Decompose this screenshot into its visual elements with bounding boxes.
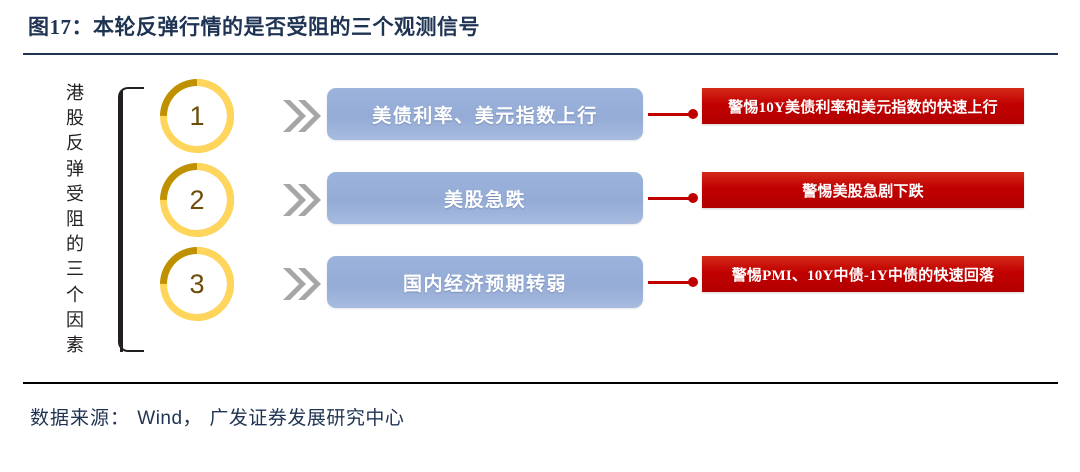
source-note: 数据来源： Wind， 广发证券发展研究中心 [30,403,404,430]
warning-box[interactable]: 警惕10Y美债利率和美元指数的快速上行 [702,88,1024,124]
number-ring: 2 [144,147,250,253]
source-org: 广发证券发展研究中心 [209,408,405,429]
warning-box[interactable]: 警惕美股急剧下跌 [702,172,1024,208]
factor-row: 1 美债利率、美元指数上行 警惕10Y美债利率和美元指数的快速上行 [0,63,1080,169]
factor-box[interactable]: 美债利率、美元指数上行 [327,88,643,140]
warning-label: 警惕10Y美债利率和美元指数的快速上行 [728,99,998,116]
double-chevron-right-icon [277,262,323,306]
page-title: 图17：本轮反弹行情的是否受阻的三个观测信号 [28,15,480,39]
vertical-caption-char: 的 [66,234,84,255]
ring-number: 1 [189,100,205,131]
double-chevron-right-icon [277,178,323,222]
connector-dot-icon [688,193,698,203]
connector-dot-icon [688,277,698,287]
factor-label: 国内经济预期转弱 [402,273,567,295]
source-wind: Wind， [137,408,203,429]
warning-label: 警惕美股急剧下跌 [802,183,924,200]
vertical-caption-char: 弹 [66,158,84,179]
number-ring: 3 [144,231,250,337]
factor-label: 美债利率、美元指数上行 [372,105,598,127]
warning-box[interactable]: 警惕PMI、10Y中债-1Y中债的快速回落 [702,256,1024,292]
vertical-caption-char: 股 [66,108,84,129]
connector-stroke [648,196,692,200]
diagram-canvas: 港 股 反 弹 受 阻 的 三 个 因 素 1 美债利率、美元指数上行 [0,60,1080,375]
connector-stroke [648,112,692,116]
connector-line [648,109,702,119]
connector-line [648,277,702,287]
title-divider [23,53,1058,55]
source-label: 数据来源： [30,408,131,429]
factor-box[interactable]: 美股急跌 [327,172,643,224]
vertical-caption-char: 阻 [66,208,84,229]
number-ring: 1 [144,63,250,169]
connector-dot-icon [688,109,698,119]
vertical-caption: 港 股 反 弹 受 阻 的 三 个 因 素 [58,84,92,354]
footer-divider [23,382,1058,384]
vertical-caption-char: 素 [66,334,84,355]
warning-label: 警惕PMI、10Y中债-1Y中债的快速回落 [731,267,995,284]
double-chevron-right-icon [277,94,323,138]
ring-number: 2 [189,184,205,215]
ring-number: 3 [189,268,205,299]
vertical-caption-char: 受 [66,183,84,204]
factor-row: 3 国内经济预期转弱 警惕PMI、10Y中债-1Y中债的快速回落 [0,231,1080,337]
vertical-caption-char: 反 [66,133,84,154]
vertical-caption-char: 个 [66,284,84,305]
vertical-caption-char: 港 [66,83,84,103]
factor-box[interactable]: 国内经济预期转弱 [327,256,643,308]
factor-row: 2 美股急跌 警惕美股急剧下跌 [0,147,1080,253]
vertical-caption-char: 三 [66,259,84,280]
vertical-caption-char: 因 [66,309,84,330]
factor-label: 美股急跌 [443,189,526,211]
connector-stroke [648,280,692,284]
left-bracket [118,87,144,352]
connector-line [648,193,702,203]
